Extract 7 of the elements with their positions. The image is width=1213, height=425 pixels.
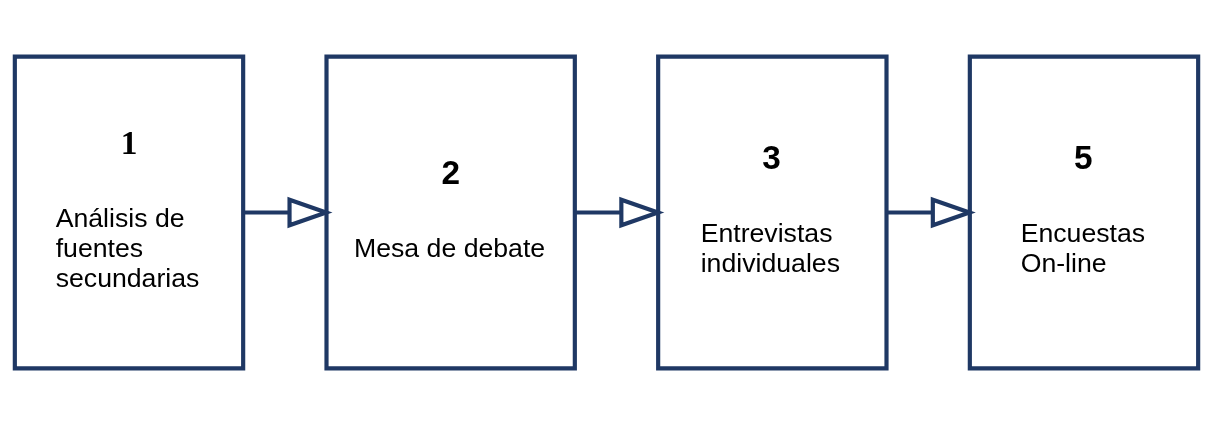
arrow <box>886 196 976 229</box>
node-box: 1 Análisis de fuentes secundarias <box>12 54 246 371</box>
arrow <box>243 196 333 229</box>
node-box: 5 Encuestas On-line <box>967 54 1201 371</box>
node-box: 3 Entrevistas individuales <box>656 54 889 371</box>
node-box: 2 Mesa de debate <box>324 54 577 371</box>
arrow <box>574 196 665 229</box>
